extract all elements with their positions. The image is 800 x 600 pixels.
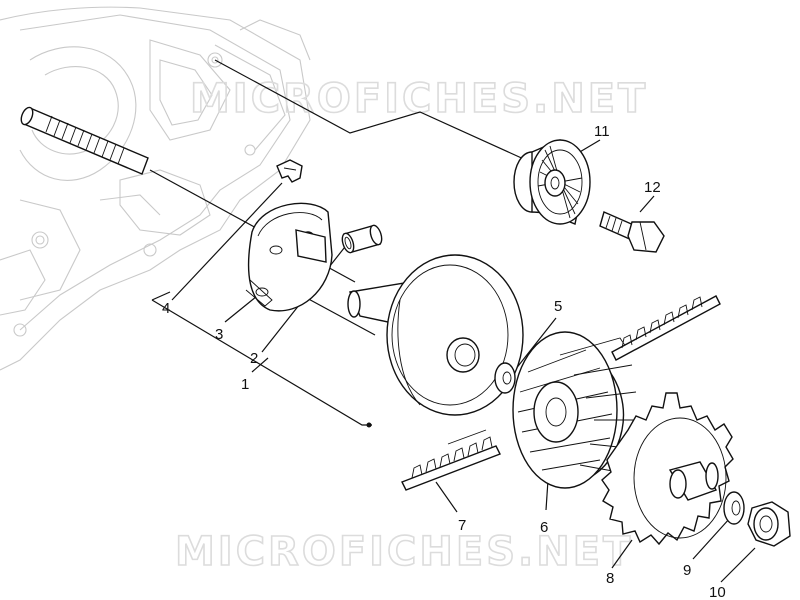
- callout-12: 12: [644, 179, 661, 196]
- callout-4: 4: [162, 300, 170, 317]
- part-2-bushing: [341, 224, 383, 254]
- part-6-fan-pulley: [512, 331, 637, 489]
- engine-casing-ghost: [0, 6, 311, 371]
- callout-8: 8: [606, 570, 614, 587]
- part-8-gear: [601, 392, 734, 546]
- part-9-washer: [723, 491, 745, 525]
- callout-labels: 1 2 3 4 5 6 7 8 9 10 11 12: [162, 123, 726, 600]
- callout-1: 1: [241, 376, 249, 393]
- watermark-bottom: MICROFICHES.NET: [175, 529, 633, 575]
- callout-6: 6: [540, 519, 548, 536]
- part-10-nut: [747, 501, 791, 547]
- watermark-top: MICROFICHES.NET: [190, 76, 648, 122]
- callout-10: 10: [709, 584, 726, 600]
- part-1-pulley: [347, 254, 524, 416]
- part-12-bolt: [599, 211, 665, 253]
- callout-9: 9: [683, 562, 691, 579]
- part-4-clip: [276, 159, 303, 183]
- part-3-ramp-plate: [245, 202, 333, 312]
- crankshaft: [20, 106, 149, 175]
- callout-7: 7: [458, 517, 466, 534]
- part-7-belt: [401, 295, 721, 491]
- part-11-roller: [513, 139, 591, 225]
- callout-2: 2: [250, 350, 258, 367]
- part-5-washer: [494, 362, 516, 394]
- callout-5: 5: [554, 298, 562, 315]
- callout-11: 11: [594, 123, 610, 140]
- callout-3: 3: [215, 326, 223, 343]
